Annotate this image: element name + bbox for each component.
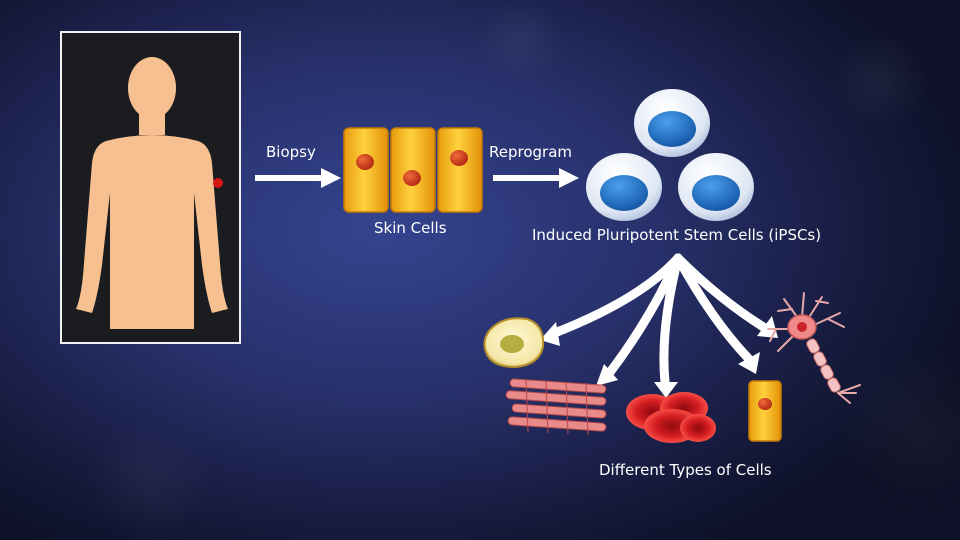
different-types-label: Different Types of Cells: [599, 461, 772, 479]
stem-cell-icon: [678, 153, 754, 221]
stem-cell-icon: [586, 153, 662, 221]
biopsy-label: Biopsy: [266, 143, 316, 161]
biopsy-arrow-icon: [255, 168, 341, 188]
skin-cell-icon: [748, 380, 782, 442]
biopsy-site-dot: [213, 178, 223, 188]
fat-cell-icon: [483, 317, 545, 369]
skin-cells-label: Skin Cells: [374, 219, 447, 237]
stem-cell-icon: [634, 89, 710, 157]
stem-cells-group: [586, 89, 754, 221]
ipsc-label: Induced Pluripotent Stem Cells (iPSCs): [532, 226, 822, 244]
red-blood-cells-icon: [626, 392, 716, 443]
skin-cell-icon: [390, 127, 436, 213]
reprogram-arrow-icon: [493, 168, 579, 188]
skin-cell-icon: [343, 127, 389, 213]
neuron-icon: [767, 292, 861, 404]
skin-cells-group: [343, 127, 483, 213]
muscle-fiber-icon: [505, 378, 607, 436]
skin-cell-icon: [437, 127, 483, 213]
reprogram-label: Reprogram: [489, 143, 573, 161]
patient-panel: [60, 31, 241, 344]
human-silhouette-icon: [76, 57, 228, 329]
